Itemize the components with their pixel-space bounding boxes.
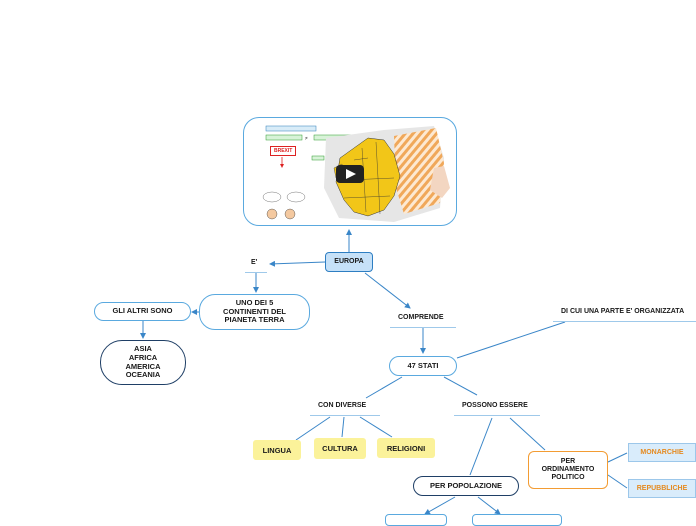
edge-diverse-lingua [295, 416, 331, 441]
node-47-stati[interactable]: 47 STATI [389, 356, 457, 376]
edge-popolazione-right [477, 496, 501, 515]
node-possono-essere-underline [454, 415, 540, 416]
video-map-illustration: ≠ [262, 125, 450, 222]
node-di-cui-una-parte[interactable]: DI CUI UNA PARTE E' ORGANIZZATA [561, 308, 685, 315]
node-gli-altri-sono[interactable]: GLI ALTRI SONO [94, 302, 191, 321]
node-e[interactable]: E' [251, 259, 258, 266]
node-per-popolazione[interactable]: PER POPOLAZIONE [413, 476, 519, 496]
node-uno-dei-5-continenti[interactable]: UNO DEI 5 CONTINENTI DEL PIANETA TERRA [199, 294, 310, 330]
node-comprende[interactable]: COMPRENDE [398, 314, 444, 321]
node-possono-essere[interactable]: POSSONO ESSERE [462, 402, 528, 409]
edge-popolazione-left [424, 496, 456, 515]
node-lingua[interactable]: LINGUA [253, 440, 301, 460]
node-partial-bottom-right[interactable] [472, 514, 562, 526]
play-icon[interactable] [336, 165, 364, 183]
node-monarchie[interactable]: MONARCHIE [628, 443, 696, 462]
edge-europa-comprende [364, 272, 411, 309]
node-comprende-underline [390, 327, 456, 328]
node-di-cui-underline [553, 321, 696, 322]
node-con-diverse-underline [310, 415, 380, 416]
edge-diverse-cultura [341, 416, 345, 438]
edge-ordinamento-repubbliche [607, 474, 628, 489]
node-con-diverse[interactable]: CON DIVERSE [318, 402, 367, 409]
node-partial-bottom-left[interactable] [385, 514, 447, 526]
edge-stati-diverse [365, 376, 403, 399]
edge-possono-ordinamento [509, 417, 546, 451]
edge-possono-popolazione [469, 417, 493, 476]
edge-stati-possono [443, 376, 478, 396]
node-religioni[interactable]: RELIGIONI [377, 438, 435, 458]
node-altri-continenti[interactable]: ASIA AFRICA AMERICA OCEANIA [100, 340, 186, 385]
video-brexit-label: BREXIT [270, 146, 297, 156]
edge-diverse-religioni [359, 416, 393, 438]
node-per-ordinamento-politico[interactable]: PER ORDINAMENTO POLITICO [528, 451, 608, 489]
svg-text:≠: ≠ [305, 136, 308, 142]
node-europa[interactable]: EUROPA [325, 252, 373, 272]
node-repubbliche[interactable]: REPUBBLICHE [628, 479, 696, 498]
node-cultura[interactable]: CULTURA [314, 438, 366, 459]
edge-ordinamento-monarchie [607, 452, 628, 463]
edge-europa-e [269, 260, 326, 267]
edge-stati-dicui [456, 321, 566, 359]
node-e-underline [245, 272, 267, 273]
video-thumbnail[interactable]: ≠ BREXIT [243, 117, 457, 226]
